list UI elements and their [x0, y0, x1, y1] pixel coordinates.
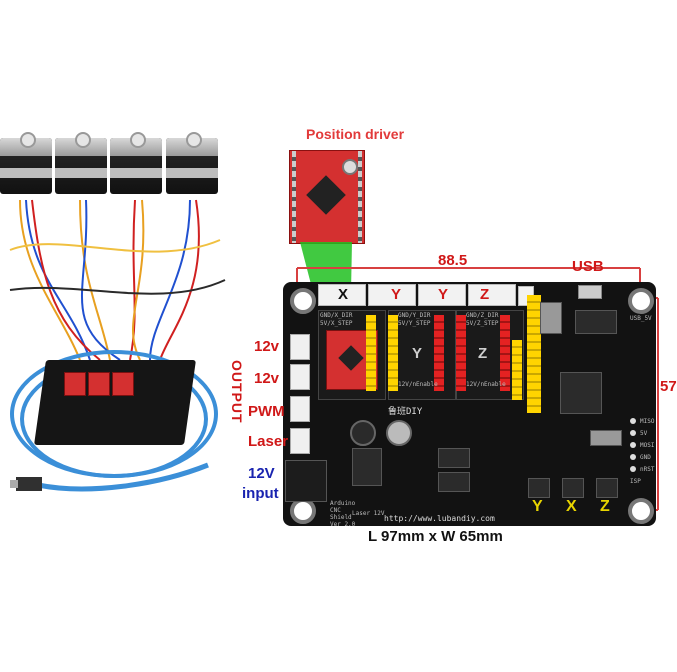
silk-z-dir: GND/Z_DIR: [466, 312, 499, 319]
silk-isp: ISP: [630, 478, 641, 485]
stepper-motor-4: [166, 132, 218, 194]
position-driver-label: Position driver: [306, 126, 405, 142]
header-red-1: [434, 315, 444, 391]
input-12v-label: 12V: [248, 465, 275, 482]
dc-jack: [285, 460, 327, 502]
silk-5v: 5V: [640, 430, 648, 437]
led-3: [630, 442, 636, 448]
port-12v-label-1: 12v: [254, 338, 280, 355]
stepper-motor-2: [55, 132, 107, 194]
endstop-y: [528, 478, 550, 498]
mount-hole-bottom-right: [628, 498, 654, 524]
mount-hole-top-left: [290, 288, 316, 314]
silk-usb-5v: USB_5V: [630, 315, 652, 322]
pin-z-label: Z: [600, 498, 610, 515]
header-red-2: [456, 315, 466, 391]
usb-plug: [10, 462, 209, 492]
stepper-motor-3: [110, 132, 162, 194]
silk-x-dir: GND/X_DIR: [320, 312, 353, 319]
side-connector-2: [290, 364, 310, 390]
silk-x-step: 5V/X_STEP: [320, 320, 353, 327]
capacitor-2: [386, 420, 412, 446]
silk-board-name-2: CNC: [330, 507, 341, 514]
silk-board-name-3: Shield: [330, 514, 352, 521]
header-yellow-bottom: [512, 340, 522, 400]
endstop-x: [562, 478, 584, 498]
led-5: [630, 466, 636, 472]
output-label: OUTPUT: [229, 360, 245, 424]
connector-y2-label: Y: [438, 286, 449, 303]
width-dimension-label: 88.5: [438, 252, 468, 269]
port-12v-label-2: 12v: [254, 370, 280, 387]
header-red-3: [500, 315, 510, 391]
laser-label: Laser: [248, 433, 289, 450]
silk-gnd: GND: [640, 454, 651, 461]
silk-nrst: nRST: [640, 466, 655, 473]
dimensions-caption: L 97mm x W 65mm: [368, 528, 503, 545]
slot-z-label: Z: [478, 345, 488, 362]
led-4: [630, 454, 636, 460]
connector-y1-label: Y: [391, 286, 402, 303]
mini-driver-1: [64, 372, 86, 396]
slot-y-label: Y: [412, 345, 423, 362]
mini-driver-3: [112, 372, 134, 396]
motor-connector-y1: [368, 284, 416, 306]
motor-connector-z: [468, 284, 516, 306]
silk-mosi: MOSI: [640, 442, 655, 449]
usb-chip: [575, 310, 617, 334]
pwm-label: PWM: [248, 403, 285, 420]
silk-y-step: 5V/Y_STEP: [398, 320, 431, 327]
capacitor-1: [350, 420, 376, 446]
mcu-chip: [560, 372, 602, 414]
silk-miso: MISO: [640, 418, 655, 425]
header-yellow-long: [527, 295, 541, 413]
header-yellow-2: [388, 315, 398, 391]
side-connector-4: [290, 428, 310, 454]
mosfet-1: [438, 448, 470, 468]
driver-module-closeup: [289, 150, 365, 244]
stepper-motor-1: [0, 132, 52, 194]
mount-hole-top-right: [628, 288, 654, 314]
motor-connector-y2: [418, 284, 466, 306]
board-brand: 鲁班DIY: [388, 407, 423, 417]
mosfet-2: [438, 472, 470, 492]
silk-z-step: 5V/Z_STEP: [466, 320, 499, 327]
input-word-label: input: [242, 485, 279, 502]
connector-x-label: X: [338, 286, 349, 303]
usb-port: [578, 285, 602, 299]
motor-connector-x: [318, 284, 366, 306]
silk-laser-12v: Laser 12V: [352, 510, 385, 517]
regulator: [352, 448, 382, 486]
pin-x-label: X: [566, 498, 577, 515]
silk-enable-y: 12V/nEnable: [398, 381, 438, 388]
silk-board-name-1: Arduino: [330, 500, 356, 507]
side-connector-1: [290, 334, 310, 360]
silk-enable-z: 12V/nEnable: [466, 381, 506, 388]
website-silkscreen: http://www.lubandiy.com: [384, 514, 495, 523]
led-1: [630, 418, 636, 424]
motor-wires: [9, 199, 226, 361]
pin-y-label: Y: [532, 498, 543, 515]
crystal-1: [540, 302, 562, 334]
usb-label: USB: [572, 258, 604, 275]
height-dimension-label: 57: [660, 378, 677, 395]
silk-y-dir: GND/Y_DIR: [398, 312, 431, 319]
side-connector-3: [290, 396, 310, 422]
crystal-2: [590, 430, 622, 446]
led-2: [630, 430, 636, 436]
connector-z-label: Z: [480, 286, 490, 303]
header-yellow-1: [366, 315, 376, 391]
mini-driver-2: [88, 372, 110, 396]
endstop-z: [596, 478, 618, 498]
silk-board-name-4: Ver 2.0: [330, 521, 356, 528]
